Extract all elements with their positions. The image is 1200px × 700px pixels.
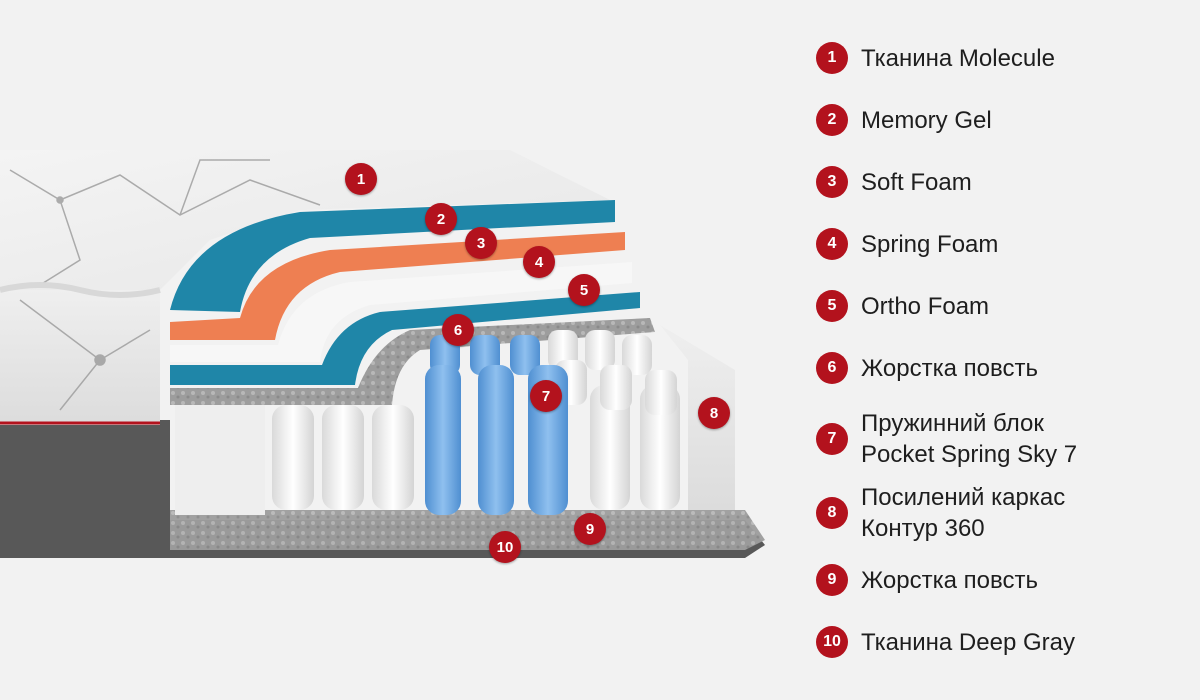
marker-9: 9 [574,513,606,545]
legend-badge-3: 3 [816,166,848,198]
legend-label-5: Ortho Foam [861,292,990,320]
legend-item-4: 4 Spring Foam [816,228,998,260]
legend-label-7: Пружинний блок Pocket Spring Sky 7 [861,408,1077,470]
soft-foam-layer [170,232,625,340]
blue-springs [425,335,568,515]
memory-gel-layer [170,200,615,312]
bottom-felt-layer [170,510,765,550]
legend-badge-4: 4 [816,228,848,260]
legend-item-8: 8 Посилений каркас Контур 360 [816,482,1065,544]
marker-5: 5 [568,274,600,306]
legend-badge-9: 9 [816,564,848,596]
legend-item-6: 6 Жорстка повсть [816,352,1038,384]
legend-badge-8: 8 [816,497,848,529]
ortho-foam-layer [170,292,640,385]
legend-label-2: Memory Gel [861,106,992,134]
marker-10: 10 [489,531,521,563]
legend-label-3: Soft Foam [861,168,972,196]
marker-2: 2 [425,203,457,235]
marker-3: 3 [465,227,497,259]
legend-item-5: 5 Ortho Foam [816,290,989,322]
legend-label-4: Spring Foam [861,230,999,258]
mattress-cutaway-illustration [0,150,765,558]
legend-item-1: 1 Тканина Molecule [816,42,1055,74]
legend-label-6: Жорстка повсть [861,354,1038,382]
reinforced-frame [660,325,735,510]
legend-label-8-line-2: Контур 360 [861,515,985,542]
mattress-side-panel [0,290,160,425]
white-springs-front [272,385,680,510]
legend-item-2: 2 Memory Gel [816,104,992,136]
legend-badge-2: 2 [816,104,848,136]
legend-item-9: 9 Жорстка повсть [816,564,1038,596]
legend-item-10: 10 Тканина Deep Gray [816,626,1075,658]
legend-item-7: 7 Пружинний блок Pocket Spring Sky 7 [816,408,1077,470]
legend-badge-5: 5 [816,290,848,322]
marker-8: 8 [698,397,730,429]
marker-6: 6 [442,314,474,346]
legend-label-8-line-1: Посилений каркас [861,484,1066,511]
legend-badge-6: 6 [816,352,848,384]
spring-foam-layer [170,262,632,362]
legend-badge-10: 10 [816,626,848,658]
legend-item-3: 3 Soft Foam [816,166,972,198]
legend-label-7-line-1: Пружинний блок [861,410,1044,437]
legend-label-9: Жорстка повсть [861,566,1038,594]
legend-badge-1: 1 [816,42,848,74]
frame-front [175,405,265,515]
molecule-fabric-top [0,150,610,290]
marker-1: 1 [345,163,377,195]
legend-label-10: Тканина Deep Gray [861,628,1075,656]
marker-4: 4 [523,246,555,278]
legend-label-8: Посилений каркас Контур 360 [861,482,1065,544]
legend-label-7-line-2: Pocket Spring Sky 7 [861,441,1078,468]
legend-label-1: Тканина Molecule [861,44,1055,72]
legend-badge-7: 7 [816,423,848,455]
molecule-pattern [9,159,321,411]
marker-7: 7 [530,380,562,412]
